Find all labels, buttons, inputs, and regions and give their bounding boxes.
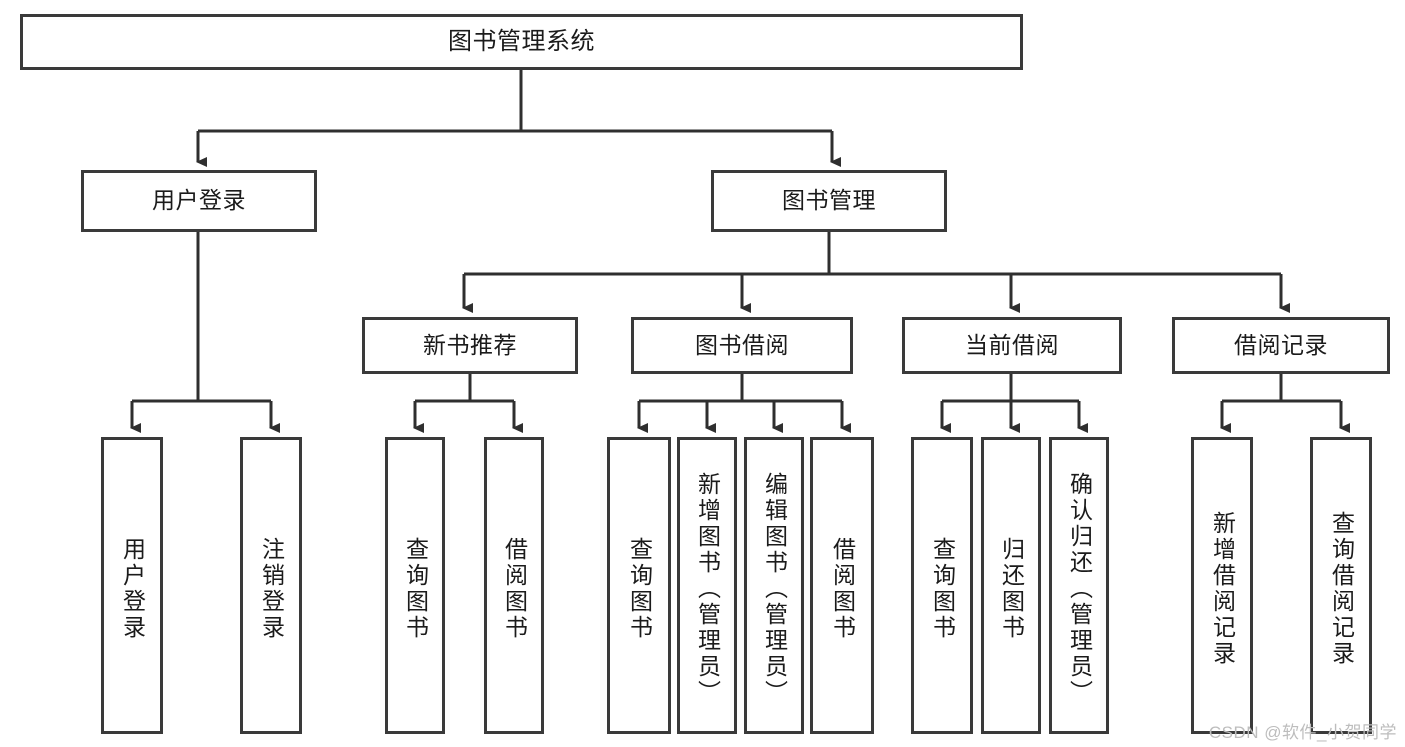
leaf-borrow-book[interactable]: 借阅图书 (810, 437, 874, 734)
leaf-add-book-admin[interactable]: 新增图书（管理员） (677, 437, 737, 734)
node-label: 查询图书 (929, 536, 956, 641)
node-label: 新增借阅记录 (1209, 510, 1236, 667)
node-new-book-recommend[interactable]: 新书推荐 (362, 317, 578, 374)
node-label: 查询借阅记录 (1328, 510, 1355, 667)
node-label: 注销登录 (258, 536, 285, 641)
node-label: 当前借阅 (965, 331, 1059, 358)
leaf-query-book-current[interactable]: 查询图书 (911, 437, 973, 734)
node-label: 图书管理系统 (448, 27, 595, 55)
node-user-login[interactable]: 用户登录 (81, 170, 317, 232)
leaf-logout-login[interactable]: 注销登录 (240, 437, 302, 734)
watermark-text: CSDN @软件_小贺同学 (1208, 723, 1397, 742)
leaf-return-book[interactable]: 归还图书 (981, 437, 1041, 734)
leaf-edit-book-admin[interactable]: 编辑图书（管理员） (744, 437, 804, 734)
node-label: 借阅图书 (829, 536, 856, 641)
node-borrow-record[interactable]: 借阅记录 (1172, 317, 1390, 374)
node-label: 新书推荐 (423, 331, 517, 358)
node-root-book-management-system[interactable]: 图书管理系统 (20, 14, 1023, 70)
node-label: 借阅记录 (1234, 331, 1328, 358)
leaf-borrow-book-recommend[interactable]: 借阅图书 (484, 437, 544, 734)
leaf-query-borrow-record[interactable]: 查询借阅记录 (1310, 437, 1372, 734)
node-book-management[interactable]: 图书管理 (711, 170, 947, 232)
leaf-confirm-return-admin[interactable]: 确认归还（管理员） (1049, 437, 1109, 734)
leaf-query-book-borrow[interactable]: 查询图书 (607, 437, 671, 734)
node-label: 用户登录 (152, 187, 246, 214)
node-current-borrow[interactable]: 当前借阅 (902, 317, 1122, 374)
node-label: 用户登录 (119, 536, 146, 641)
node-label: 编辑图书（管理员） (761, 471, 788, 706)
leaf-add-borrow-record[interactable]: 新增借阅记录 (1191, 437, 1253, 734)
node-label: 归还图书 (998, 536, 1025, 641)
node-label: 图书借阅 (695, 331, 789, 358)
node-book-borrow[interactable]: 图书借阅 (631, 317, 853, 374)
node-label: 图书管理 (782, 187, 876, 214)
node-label: 确认归还（管理员） (1066, 471, 1093, 706)
leaf-user-login[interactable]: 用户登录 (101, 437, 163, 734)
node-label: 新增图书（管理员） (694, 471, 721, 706)
leaf-query-book-recommend[interactable]: 查询图书 (385, 437, 445, 734)
node-label: 借阅图书 (501, 536, 528, 641)
node-label: 查询图书 (626, 536, 653, 641)
node-label: 查询图书 (402, 536, 429, 641)
